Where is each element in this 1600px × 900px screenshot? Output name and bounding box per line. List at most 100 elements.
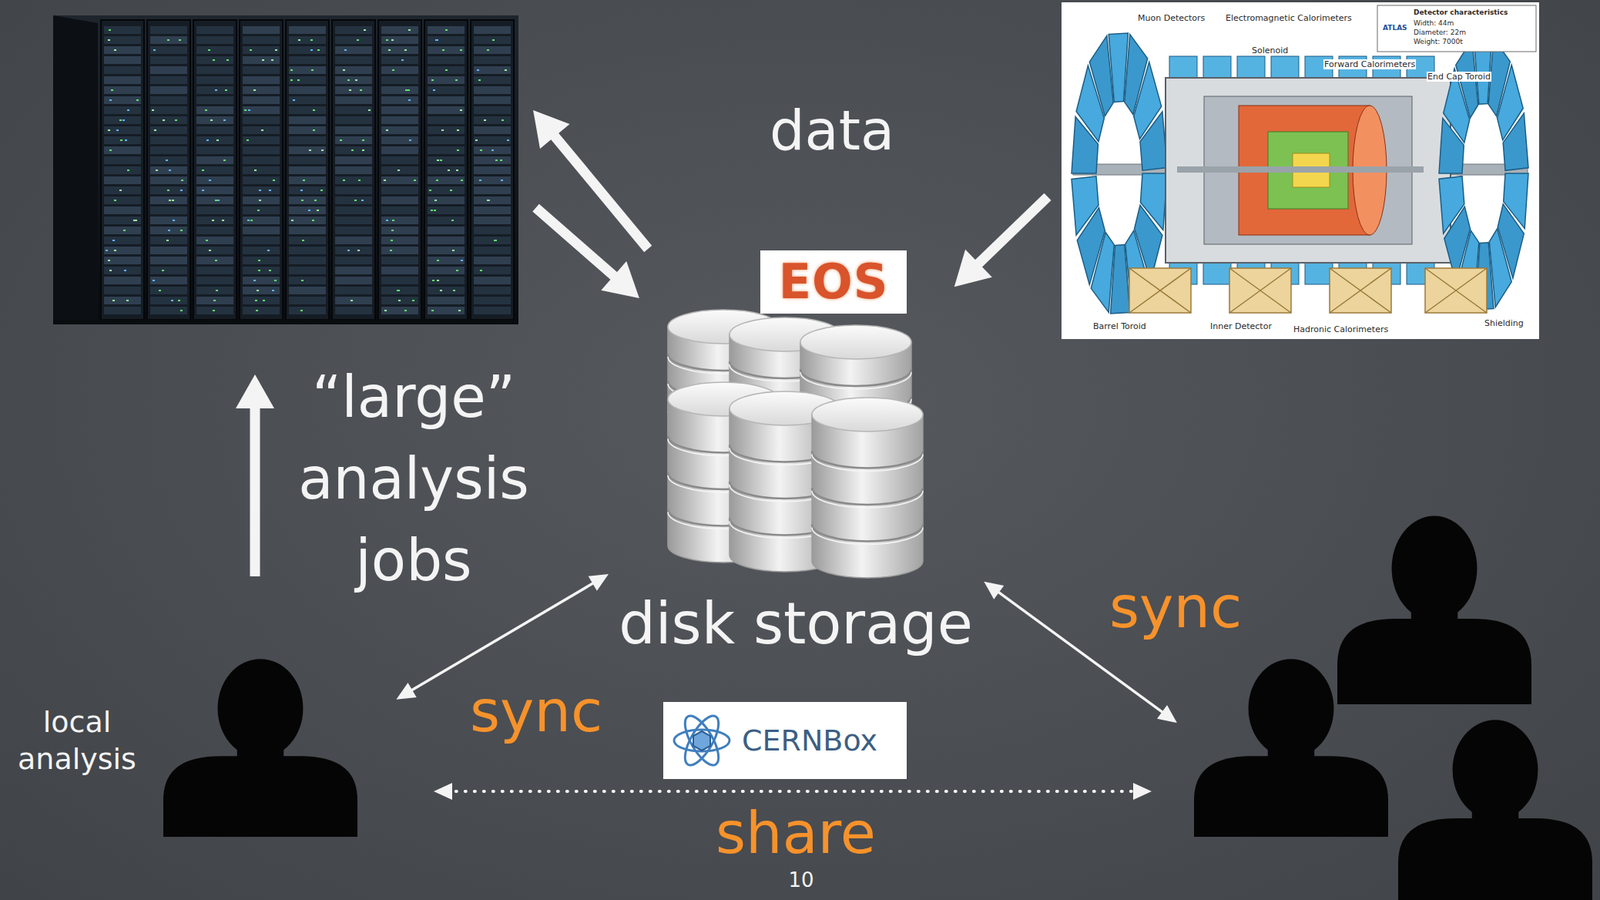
status-led [201, 169, 205, 172]
status-led [119, 189, 122, 192]
arrow-head [533, 110, 570, 149]
connector-line [446, 789, 1139, 793]
status-led [434, 199, 437, 202]
server-unit [381, 306, 419, 315]
status-led [486, 199, 490, 202]
server-unit [473, 116, 511, 125]
disk-storage: disk storage [612, 308, 980, 657]
server-unit [427, 276, 465, 285]
server-unit [473, 26, 511, 34]
server-unit [473, 236, 511, 245]
server-unit [150, 26, 188, 34]
server-unit [427, 236, 465, 245]
server-unit [427, 126, 465, 135]
server-floor [53, 319, 519, 325]
connector-line [407, 580, 598, 694]
status-led [321, 149, 324, 151]
status-led [342, 179, 346, 182]
server-rack [147, 20, 191, 320]
server-unit [335, 186, 373, 195]
node-label: End Cap Toroid [1426, 71, 1492, 82]
status-led [214, 89, 218, 91]
server-unit [242, 276, 280, 285]
status-led [431, 309, 434, 312]
server-unit [103, 116, 141, 125]
person-body [1194, 755, 1389, 837]
server-unit [288, 176, 326, 185]
server-unit [335, 256, 373, 265]
server-unit [150, 116, 188, 125]
status-led [408, 29, 411, 31]
arrow-head [1157, 704, 1178, 723]
status-led [214, 259, 218, 262]
status-led [301, 199, 304, 202]
eos-logo-text: EOS [778, 258, 889, 306]
status-led [385, 219, 389, 222]
disk-body [811, 414, 923, 578]
server-unit [103, 106, 141, 115]
server-rack [100, 20, 145, 320]
server-unit [335, 176, 373, 185]
server-unit [381, 196, 419, 205]
eos-logo: EOS [760, 250, 907, 314]
status-led [445, 29, 448, 31]
server-unit [242, 36, 280, 44]
server-unit [381, 86, 419, 94]
status-led [254, 169, 257, 172]
server-unit [103, 176, 141, 185]
server-unit [381, 156, 419, 165]
server-unit [196, 166, 234, 175]
server-unit [103, 76, 141, 84]
server-unit [103, 146, 141, 155]
status-led [504, 69, 507, 71]
server-unit [288, 56, 326, 64]
status-led [493, 239, 497, 242]
server-unit [103, 66, 141, 74]
server-unit [381, 276, 419, 285]
connector-line [250, 398, 261, 577]
server-unit [196, 266, 234, 275]
server-unit [335, 56, 373, 64]
status-led [213, 299, 216, 302]
status-led [398, 299, 401, 302]
status-led [391, 229, 394, 232]
server-unit [335, 206, 373, 215]
data-label: data [769, 98, 895, 163]
status-led [476, 69, 480, 71]
server-unit [288, 126, 326, 135]
server-unit [427, 246, 465, 255]
server-unit [288, 166, 326, 175]
status-led [257, 209, 260, 212]
node-label: ATLAS [1381, 23, 1409, 33]
server-unit [427, 176, 465, 185]
server-unit [196, 216, 234, 225]
status-led [162, 119, 165, 121]
edge-label: sync [469, 677, 603, 745]
status-led [451, 219, 454, 222]
status-led [107, 129, 111, 131]
status-led [483, 119, 487, 121]
server-unit [427, 206, 465, 215]
server-unit [381, 136, 419, 145]
status-led [383, 179, 386, 182]
status-led [267, 249, 270, 252]
status-led [500, 179, 504, 182]
server-unit [473, 156, 511, 165]
server-unit [150, 256, 188, 265]
status-led [388, 49, 391, 51]
status-led [208, 179, 212, 182]
page-number: 10 [788, 868, 814, 893]
person-head [1248, 658, 1335, 759]
support-brace [1425, 268, 1487, 313]
status-led [253, 89, 256, 91]
server-unit [196, 46, 234, 54]
status-led [447, 169, 450, 172]
server-unit [150, 246, 188, 255]
node-label: Forward Calorimeters [1323, 59, 1416, 70]
status-led [208, 249, 212, 252]
server-unit [103, 156, 141, 165]
server-unit [381, 256, 419, 265]
status-led [166, 239, 169, 242]
server-unit [335, 236, 373, 245]
server-unit [288, 236, 326, 245]
